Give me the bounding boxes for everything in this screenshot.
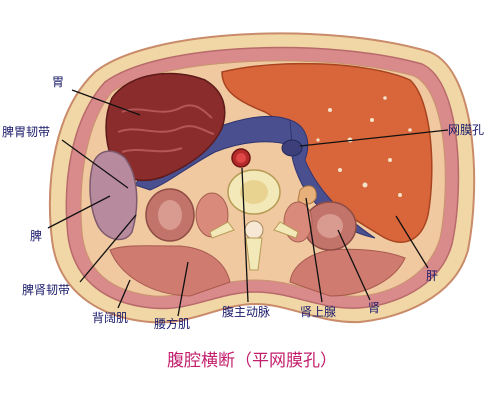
spinous-process [245, 237, 263, 271]
vertebral-body-center [240, 180, 268, 204]
label-adrenal-gland: 肾上腺 [300, 305, 336, 319]
right-kidney-inner [317, 214, 343, 238]
abdominal-aorta-lumen [236, 153, 246, 163]
label-splenorenal-ligament: 脾肾韧带 [22, 282, 70, 297]
leader-latissimus-dorsi [117, 279, 131, 309]
leader-adrenal-gland [305, 197, 323, 303]
inferior-vena-cava [281, 139, 303, 157]
leader-abdominal-aorta [241, 167, 249, 303]
label-spleen: 脾 [30, 228, 42, 243]
leader-lines [47, 89, 449, 317]
figure-caption: 腹腔横断（平网膜孔） [167, 351, 337, 371]
leader-quadratus-lumborum [177, 261, 189, 317]
stomach-rugae [117, 104, 215, 153]
left-kidney-inner [158, 200, 182, 230]
label-liver: 肝 [426, 269, 438, 283]
label-abdominal-aorta: 腹主动脉 [222, 304, 270, 319]
label-quadratus-lumborum: 腰方肌 [154, 316, 190, 331]
transverse-processes [209, 221, 299, 239]
leader-spleen [47, 195, 111, 229]
leader-liver [395, 215, 429, 269]
label-gastrosplenic-ligament: 脾胃韧带 [2, 124, 50, 139]
leader-stomach [71, 89, 141, 116]
leader-omental-foramen [299, 129, 449, 147]
label-stomach: 胃 [52, 75, 64, 89]
leader-gastrosplenic-ligament [61, 139, 129, 189]
leader-kidney [337, 229, 371, 301]
spleen [89, 150, 138, 241]
back-muscle-left [109, 245, 231, 297]
label-omental-foramen: 网膜孔 [448, 123, 484, 137]
label-kidney: 肾 [368, 301, 380, 315]
spinal-canal [244, 220, 264, 240]
label-latissimus-dorsi: 背阔肌 [92, 311, 128, 325]
leader-splenorenal-ligament [79, 214, 137, 283]
